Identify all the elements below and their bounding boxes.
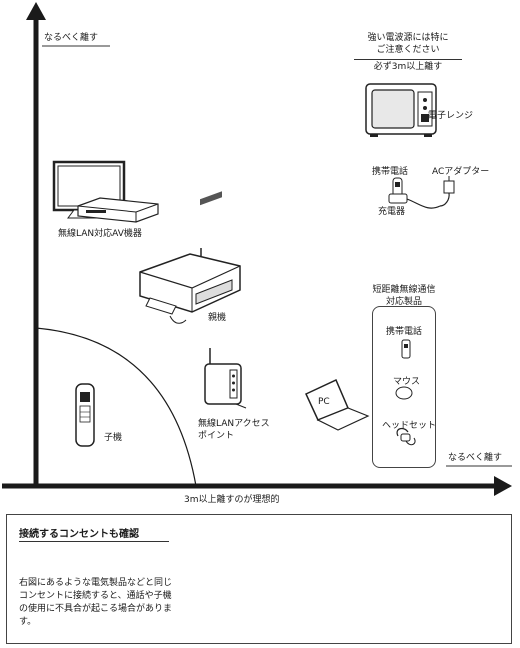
microwave-icon xyxy=(365,83,437,137)
av-device-label: 無線LAN対応AV機器 xyxy=(58,229,142,239)
headset-icon xyxy=(396,427,416,446)
access-point-icon xyxy=(204,348,247,409)
x-axis-arrowhead xyxy=(494,476,512,496)
access-point-label-line2: ポイント xyxy=(198,431,235,441)
note-title-underline xyxy=(19,541,169,542)
short-range-label-line2: 対応製品 xyxy=(385,297,422,307)
microwave-note-line3: 必ず3m以上離す xyxy=(373,62,443,72)
note-title: 接続するコンセントも確認 xyxy=(19,529,139,540)
sr-cellphone-label: 携帯電話 xyxy=(386,327,423,337)
microwave-label: 電子レンジ xyxy=(428,111,474,121)
mouse-icon xyxy=(395,386,413,400)
handset-label: 子機 xyxy=(104,433,123,443)
headset-label: ヘッドセット xyxy=(382,421,437,431)
x-axis-label: なるべく離す xyxy=(448,453,503,463)
access-point-label-line1: 無線LANアクセス xyxy=(198,419,270,429)
note-body: 右図にあるような電気製品などと同じコンセントに接続すると、通話や子機の使用に不具… xyxy=(19,578,173,627)
handset-icon xyxy=(75,383,95,447)
x-axis-caption: 3m以上離すのが理想的 xyxy=(184,495,280,505)
short-range-box xyxy=(372,306,436,468)
microwave-note-line1: 強い電波源には特に xyxy=(367,33,449,43)
ac-adapter-label: ACアダプター xyxy=(432,167,490,177)
mouse-label: マウス xyxy=(393,377,421,387)
av-device-icon xyxy=(52,160,159,223)
cellphone-charger-icon xyxy=(388,177,441,209)
sr-cellphone-icon xyxy=(401,339,411,359)
microwave-note-divider xyxy=(354,59,462,60)
main-unit-icon xyxy=(139,191,241,324)
microwave-note-line2: ご注意ください xyxy=(376,45,440,55)
pc-icon xyxy=(305,378,370,431)
range-arc xyxy=(35,327,197,487)
y-axis-label: なるべく離す xyxy=(44,33,99,43)
cellphone-label: 携帯電話 xyxy=(372,167,409,177)
outlet-note-box: 接続するコンセントも確認 右図にあるような電気製品などと同じコンセントに接続する… xyxy=(6,514,512,644)
charger-label: 充電器 xyxy=(378,207,406,217)
main-unit-label: 親機 xyxy=(208,313,227,323)
ac-adapter-icon xyxy=(439,176,455,207)
y-axis-arrowhead xyxy=(26,2,46,20)
pc-label: PC xyxy=(318,397,330,407)
short-range-label-line1: 短距離無線通信 xyxy=(372,285,436,295)
